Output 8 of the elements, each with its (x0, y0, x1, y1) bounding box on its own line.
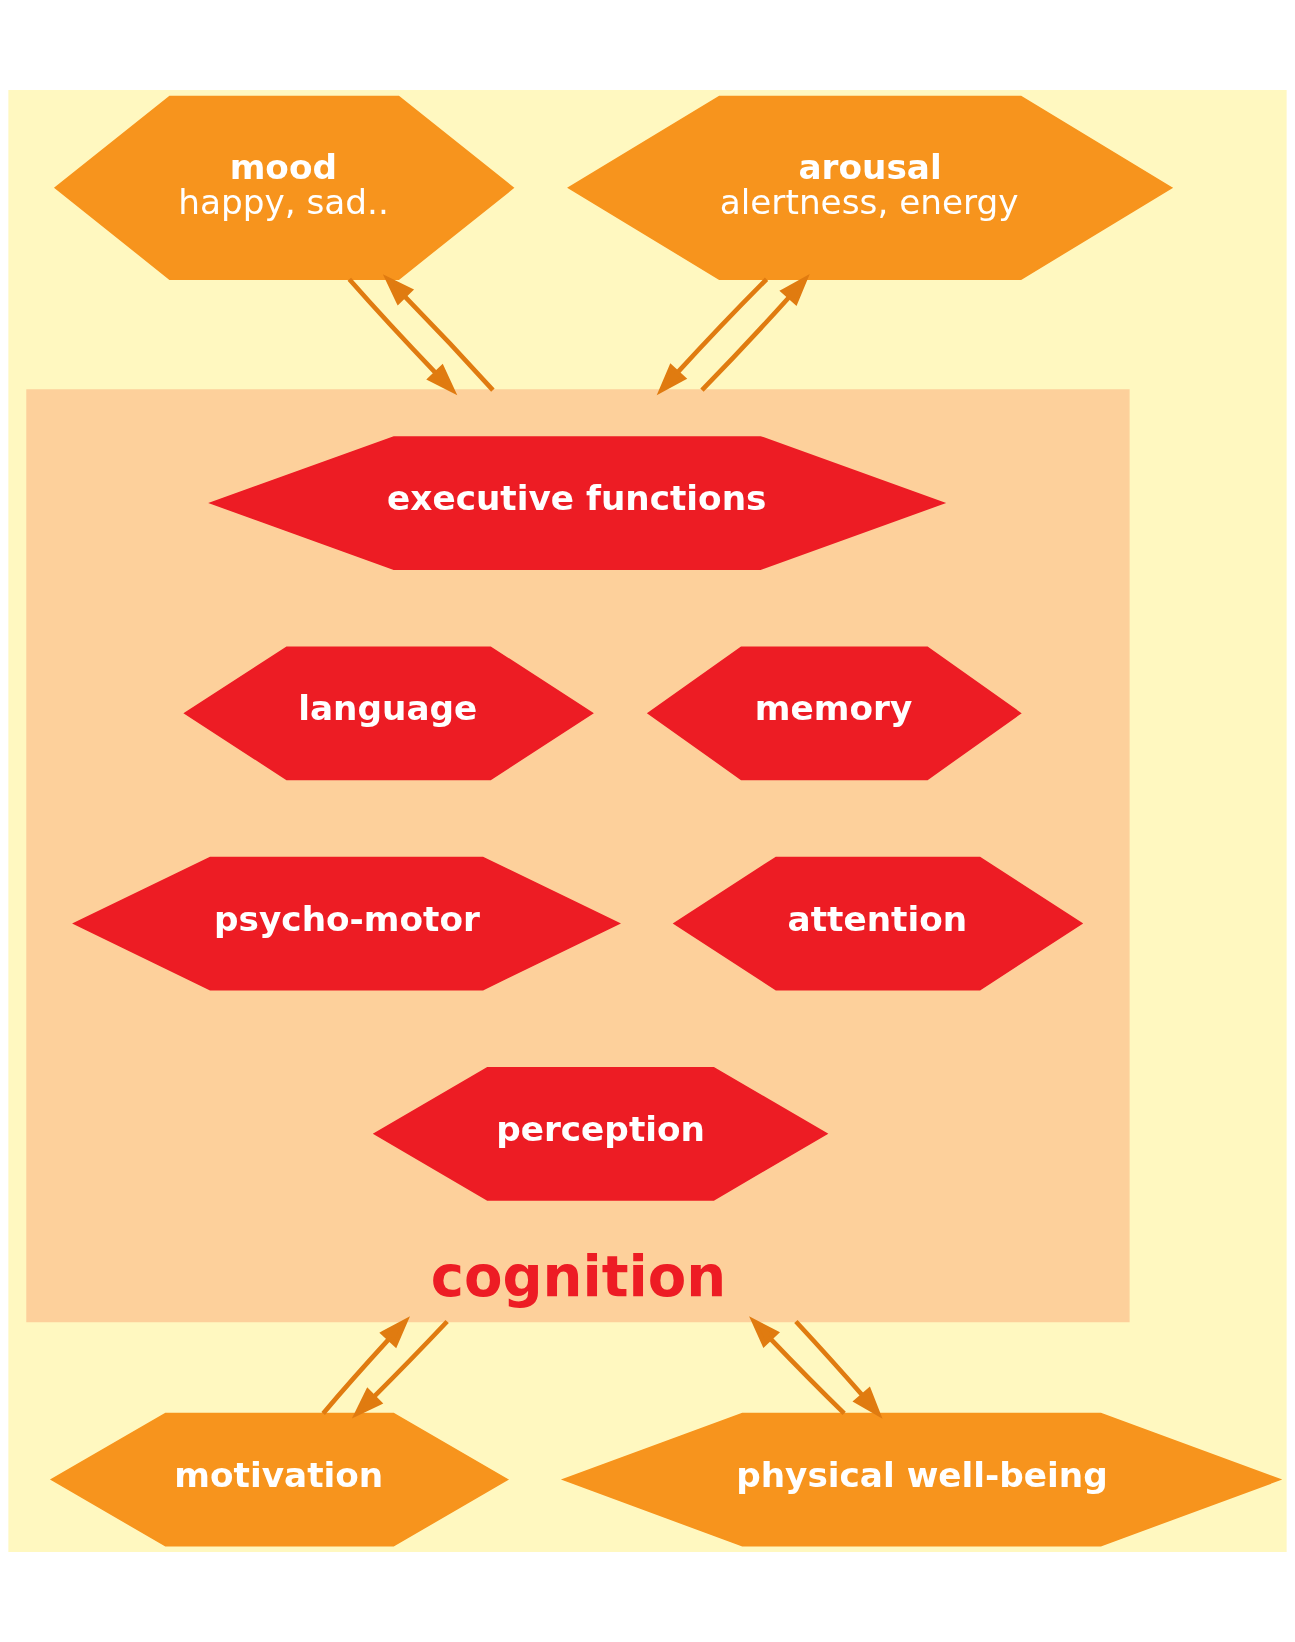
arrow (749, 1316, 846, 1416)
arrow (794, 1319, 883, 1419)
arrow (656, 277, 769, 396)
arrow (700, 273, 810, 392)
arrow (351, 1319, 449, 1419)
arrow (347, 277, 458, 396)
arrow (382, 274, 495, 392)
arrow (321, 1316, 410, 1415)
